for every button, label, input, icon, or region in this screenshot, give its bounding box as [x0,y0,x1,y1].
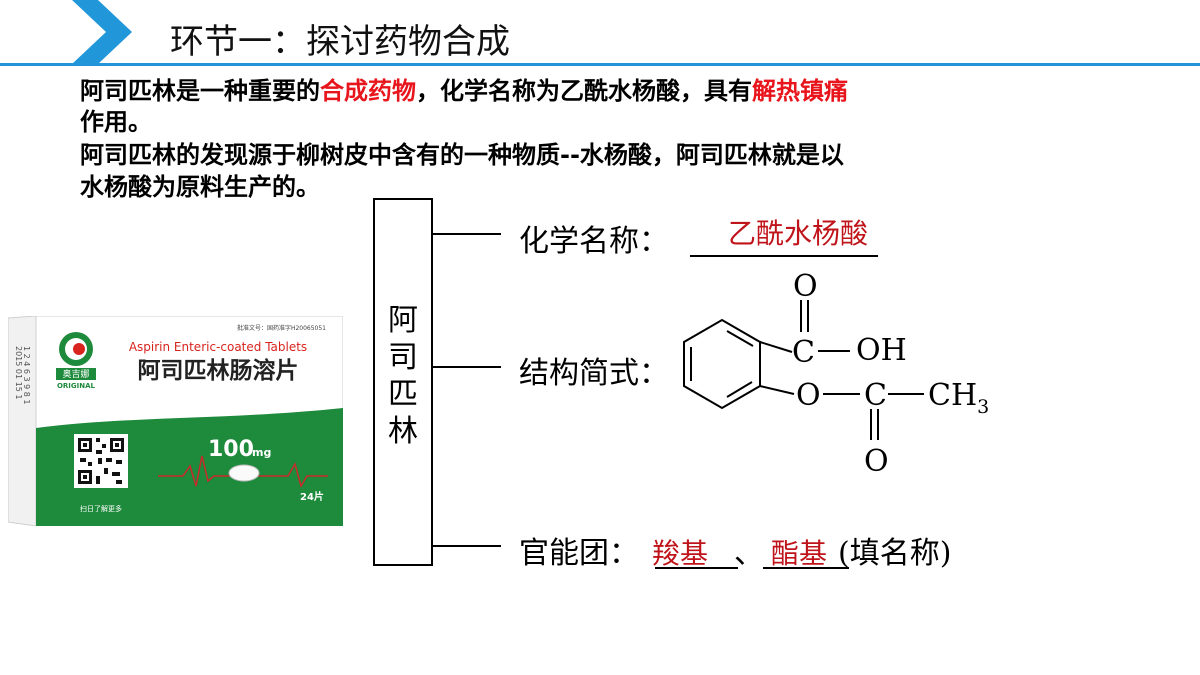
functional-group-answer-carboxyl: 羧基 [652,537,709,570]
structure-label: 结构简式： [519,356,669,391]
package-name-cn: 阿司匹林肠溶片 [138,357,299,384]
subject-char: 阿 [388,303,418,338]
package-slogan: 扫日了解更多 [80,504,122,513]
chem-name-answer: 乙酰水杨酸 [728,217,869,250]
subject-char: 林 [388,414,418,449]
title-divider [0,63,1200,66]
structure-atom: OH [856,333,907,368]
connector-line-functional-group [433,545,501,547]
package-approval: 批准文号：国药准字H20065051 [237,324,326,332]
package-dose-unit: mg [252,446,271,459]
chem-name-blank [690,255,878,257]
svg-text:2015 01 15 1: 2015 01 15 1 [14,346,23,399]
package-count: 24片 [300,490,324,503]
functional-group-blank-1 [655,567,738,569]
intro-paragraph-2-line-1: 阿司匹林的发现源于柳树皮中含有的一种物质--水杨酸，阿司匹林就是以 [80,141,844,169]
structure-atom: O [793,269,818,304]
package-brand-en: ORIGINAL [57,382,96,390]
functional-group-blank-2 [763,567,849,569]
aspirin-package-image: 2015 01 15 1 1 2 4 6 3 9 8 1 奥吉娜 ORIGINA… [8,316,343,526]
package-name-en: Aspirin Enteric-coated Tablets [129,340,307,354]
structure-atom: CH3 [928,378,989,418]
structure-atom: O [796,378,821,413]
functional-group-answer-ester: 酯基 [771,537,828,570]
functional-group-label: 官能团： [519,536,639,571]
structure-atom: C [792,335,815,370]
package-dose-number: 100 [208,437,254,462]
page-title: 环节一：探讨药物合成 [170,22,510,62]
subject-char: 匹 [388,377,418,412]
intro-paragraph-1-line-1: 阿司匹林是一种重要的合成药物，化学名称为乙酰水杨酸，具有解热镇痛 [80,76,848,107]
structure-atom: O [864,444,889,479]
functional-group-separator: 、 [734,536,764,571]
intro-paragraph-2-line-2: 水杨酸为原料生产的。 [80,173,320,201]
svg-text:1 2 4 6 3 9 8 1: 1 2 4 6 3 9 8 1 [22,346,31,405]
intro-text: 阿司匹林是一种重要的 [80,77,320,105]
package-brand: 奥吉娜 [62,368,89,380]
aspirin-structure-formula: O C OH O C CH3 O [683,269,989,479]
highlight-synthetic-drug: 合成药物 [320,77,416,105]
functional-group-hint: (填名称) [838,536,952,571]
highlight-antipyretic-analgesic: 解热镇痛 [752,77,848,105]
subject-char: 司 [388,340,418,375]
chem-name-label: 化学名称： [519,224,669,259]
chevron-arrow-icon [72,0,132,64]
subject-vertical-label: 阿 司 匹 林 [373,302,433,450]
subject-box [373,198,433,566]
structure-atom: C [864,378,887,413]
intro-text: ，化学名称为乙酰水杨酸，具有 [416,77,752,105]
connector-line-structure [433,366,501,368]
connector-line-chem-name [433,233,501,235]
intro-paragraph-1-line-2: 作用。 [80,108,152,136]
